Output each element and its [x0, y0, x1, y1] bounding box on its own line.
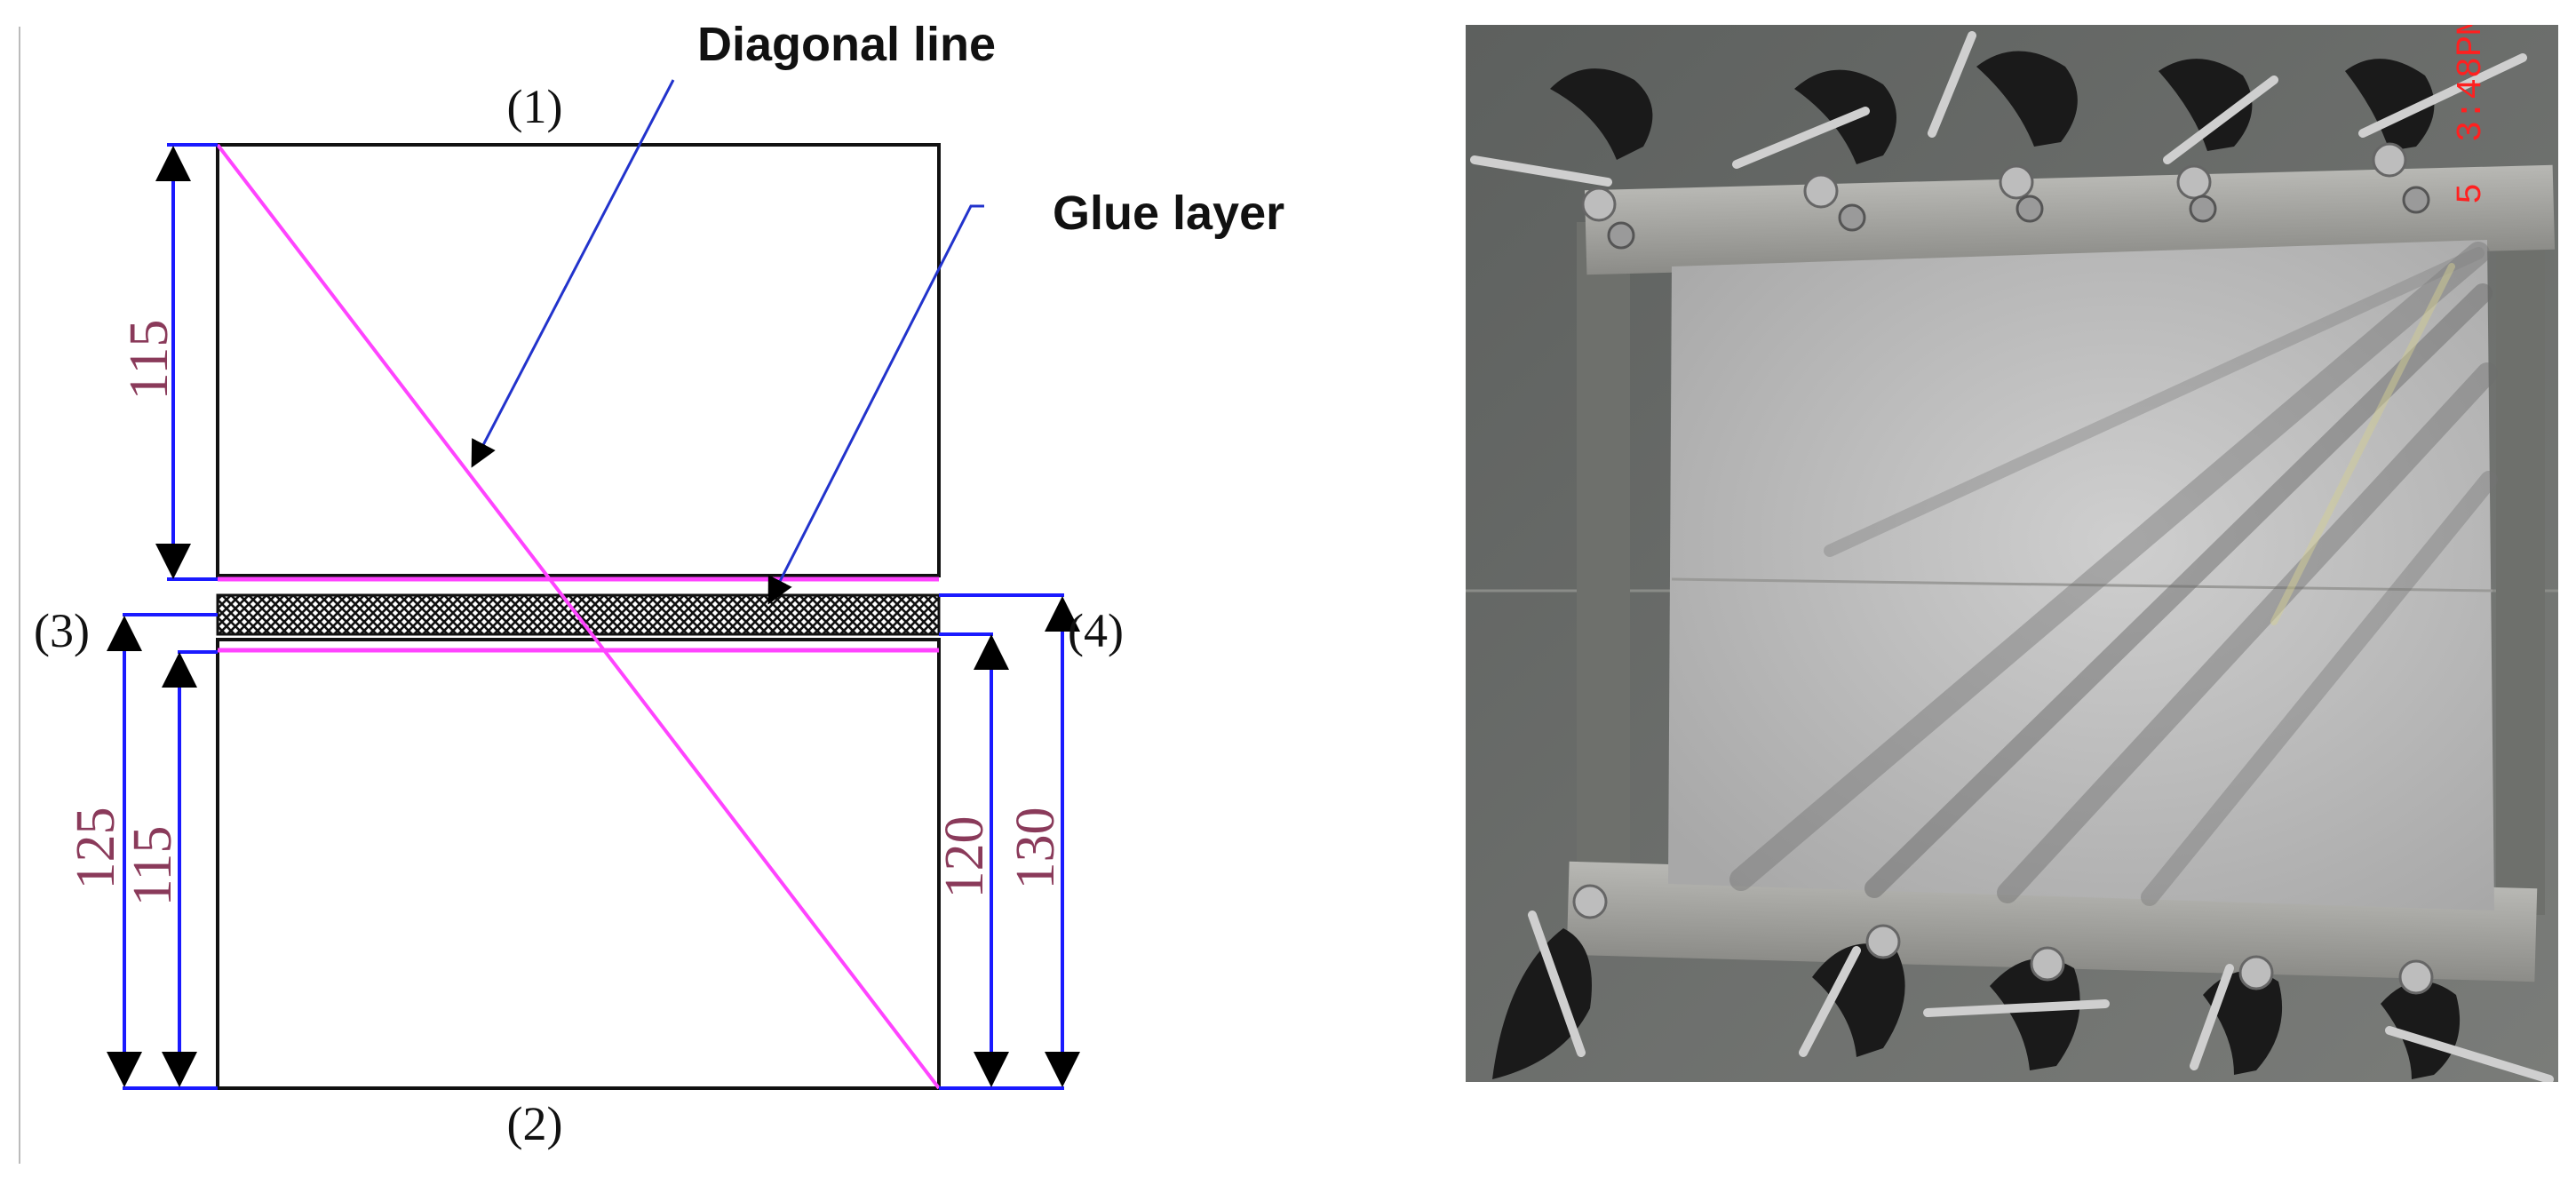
- membrane-seam: [1671, 577, 2493, 592]
- clamp: [1492, 884, 1608, 1079]
- lower-sheet-outline: [216, 638, 941, 1090]
- specimen-diagram: 115 125 115 120 130 (1) (2) (3) (4) Diag…: [19, 18, 1284, 1164]
- clamp: [2190, 955, 2283, 1075]
- clamp: [1923, 946, 2110, 1070]
- dim-label-lower-left-inner: 115: [123, 826, 183, 907]
- clamp: [1928, 31, 2078, 223]
- frame-left-rail: [1577, 222, 1630, 915]
- dim-label-lower-right-inner: 120: [934, 816, 995, 899]
- edge-label-right: (4): [1068, 604, 1124, 657]
- callout-glue-arrow: [767, 204, 984, 605]
- top-clamps: [1470, 31, 2527, 250]
- dimension-extensions: [123, 143, 1064, 1090]
- edge-label-top: (1): [507, 80, 563, 133]
- clamp: [1799, 924, 1905, 1057]
- dim-label-lower-right-outer: 130: [1006, 807, 1066, 890]
- membrane-sheet: [1668, 240, 2494, 911]
- wrinkle-bands: [1729, 242, 2498, 906]
- clamp: [2381, 959, 2554, 1082]
- callout-diagonal-arrow: [471, 79, 675, 468]
- photo-timestamp-date: 5: [2452, 183, 2492, 204]
- photo-timestamp-time: 3:48PM: [2452, 14, 2492, 142]
- clamp: [2345, 53, 2527, 214]
- edge-label-bottom: (2): [507, 1097, 563, 1150]
- dim-label-upper-left: 115: [119, 320, 179, 401]
- edge-label-left: (3): [34, 604, 90, 657]
- dim-label-lower-left-outer: 125: [66, 807, 126, 890]
- callout-diagonal-line: Diagonal line: [697, 18, 996, 71]
- bottom-clamps: [1492, 884, 2554, 1082]
- clamp: [1732, 69, 1896, 232]
- upper-sheet-outline: [216, 143, 941, 577]
- frame-right-rail: [2496, 222, 2545, 915]
- test-photo: 3:48PM 5: [1466, 14, 2558, 1082]
- clamp: [2159, 59, 2278, 223]
- clamp: [1470, 68, 1653, 250]
- diagonal-line: [216, 143, 941, 1090]
- callout-glue-layer: Glue layer: [1053, 187, 1284, 240]
- dimension-lines: [107, 146, 1080, 1087]
